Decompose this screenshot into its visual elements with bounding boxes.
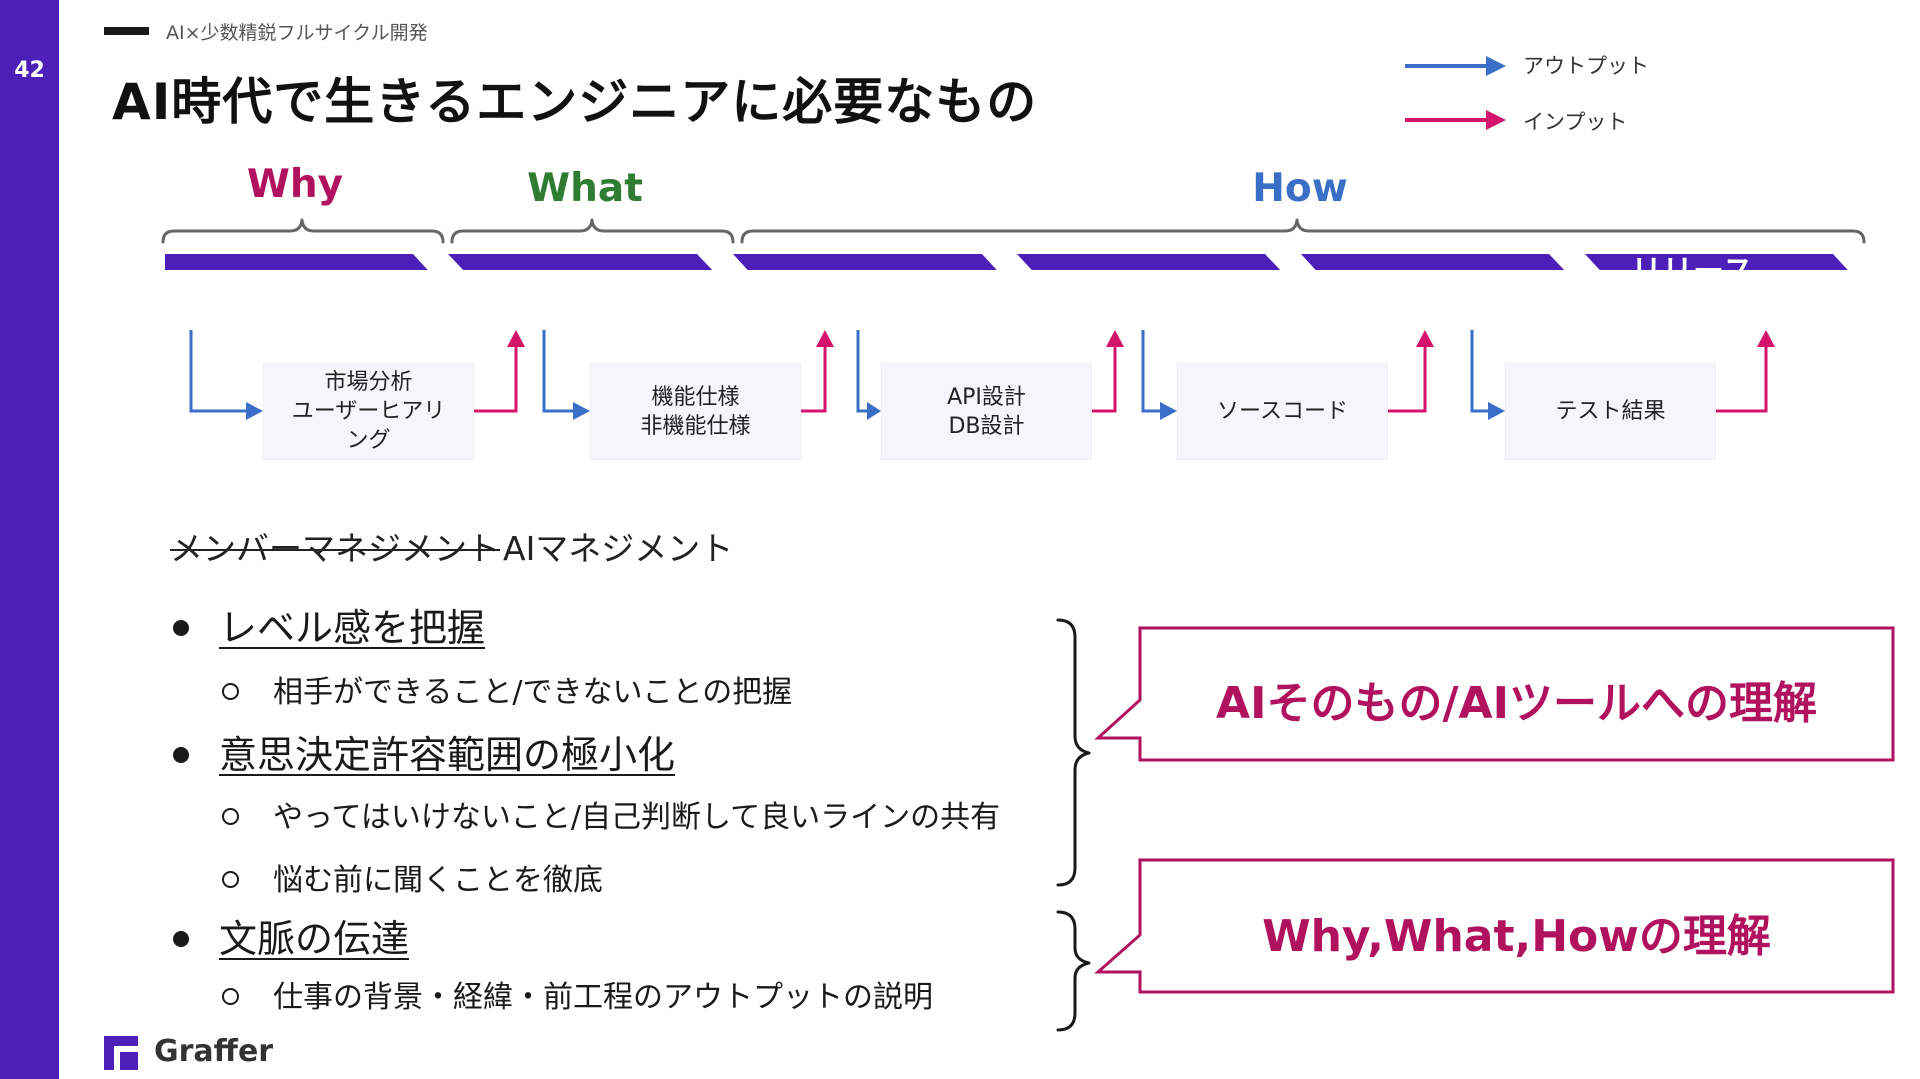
sub-bullet-text: 相手ができること/できないことの把握 — [273, 675, 793, 710]
legend-output-label: アウトプット — [1523, 54, 1649, 78]
sub-bullet-item: 相手ができること/できないことの把握 — [222, 667, 792, 711]
deliverable-box-5: テスト結果 — [1505, 363, 1716, 460]
input-arrow-icon — [474, 346, 518, 413]
process-flow — [165, 254, 1848, 270]
step-chevron-2 — [448, 254, 713, 270]
bullet-item-3: 文脈の伝達 — [173, 908, 409, 963]
sub-bullet-text: やってはいけないこと/自己判断して良いラインの共有 — [273, 800, 1001, 835]
output-arrow-icon — [1405, 56, 1506, 76]
bullet-dot-icon — [173, 746, 189, 763]
step-label-sekkei: 設計 — [781, 274, 843, 310]
step-label-youken: 要件定義 — [498, 274, 622, 310]
step-chevron-4 — [1017, 254, 1281, 270]
output-arrow-icon — [856, 330, 868, 413]
deliverable-text: ング — [346, 428, 391, 453]
input-arrow-icon — [1092, 346, 1117, 413]
struck-member-management: メンバーマネジメント — [170, 529, 500, 568]
page-number: 42 — [14, 58, 45, 83]
deliverable-text: 機能仕様 — [651, 384, 740, 410]
step-chevron-3 — [733, 254, 997, 270]
deliverable-text: API設計 — [947, 384, 1026, 410]
deliverable-text: 非機能仕様 — [640, 413, 751, 439]
deliverable-box-2: 機能仕様非機能仕様 — [590, 363, 801, 460]
step-label-release-line1: リリース — [1631, 254, 1754, 290]
output-arrow-icon — [189, 330, 247, 413]
bullet-text: 文脈の伝達 — [219, 917, 410, 961]
bullet-text: レベル感を把握 — [219, 606, 486, 650]
brace-right-1 — [1056, 618, 1091, 887]
output-arrow-icon — [1141, 330, 1161, 413]
callout-why-what-how: Why,What,Howの理解 — [1262, 911, 1771, 962]
brace-right-2 — [1056, 910, 1091, 1032]
step-label-test: テスト — [1349, 274, 1442, 310]
bullet-dot-icon — [173, 619, 189, 636]
flow-arrows — [189, 330, 1775, 420]
step-chevron-6 — [1585, 254, 1848, 270]
deliverable-text: ソースコード — [1217, 399, 1348, 424]
header-accent-line — [104, 27, 149, 35]
left-sidebar-bar — [0, 0, 59, 1079]
callout-ai-understanding: AIそのもの/AIツールへの理解 — [1216, 678, 1817, 729]
how-brace — [740, 218, 1866, 244]
phase-why-label: Why — [246, 162, 344, 207]
graffer-logo-text: Graffer — [154, 1034, 274, 1069]
ai-management-label: AIマネジメント — [503, 529, 734, 568]
bullet-item-1: レベル感を把握 — [173, 597, 485, 652]
input-arrow-icon — [801, 346, 827, 413]
bullet-item-2: 意思決定許容範囲の極小化 — [173, 724, 675, 779]
page-title: AI時代で生きるエンジニアに必要なもの — [112, 73, 1038, 131]
deliverable-box-3: API設計 DB設計 — [881, 363, 1092, 460]
deliverable-box-1: 市場分析ユーザーヒアリング — [263, 363, 474, 460]
step-label-release-line2: 運用 — [1631, 290, 1693, 326]
phase-what-label: What — [527, 166, 643, 211]
sub-bullet-text: 悩む前に聞くことを徹底 — [273, 863, 603, 898]
why-brace — [161, 218, 445, 244]
what-brace — [450, 218, 735, 244]
bullet-dot-icon — [173, 930, 189, 947]
legend-input-label: インプット — [1523, 110, 1628, 134]
callout-box-1 — [1094, 626, 1895, 762]
circle-bullet-icon — [222, 871, 239, 888]
input-arrow-icon — [1388, 346, 1427, 413]
sub-bullet-item: やってはいけないこと/自己判断して良いラインの共有 — [222, 792, 1000, 836]
callout-box-2 — [1094, 858, 1895, 994]
sub-bullet-text: 仕事の背景・経緯・前工程のアウトプットの説明 — [273, 980, 933, 1015]
circle-bullet-icon — [222, 808, 239, 825]
sub-bullet-item: 悩む前に聞くことを徹底 — [222, 855, 603, 899]
deliverable-text: テスト結果 — [1555, 399, 1666, 424]
step-label-kadai: 課題発見 — [214, 274, 338, 310]
step-label-jissou: 実装 — [1064, 274, 1126, 310]
graffer-logo-icon — [104, 1036, 138, 1070]
legend-arrows — [1405, 56, 1506, 130]
deliverable-text: ユーザーヒアリ — [291, 399, 446, 424]
circle-bullet-icon — [222, 683, 239, 700]
phase-how-label: How — [1252, 166, 1348, 211]
deliverable-box-4: ソースコード — [1177, 363, 1388, 460]
header-subtitle: AI×少数精鋭フルサイクル開発 — [166, 22, 428, 44]
phase-braces — [161, 218, 1866, 244]
deliverable-text: DB設計 — [948, 413, 1025, 439]
input-arrow-icon — [1405, 110, 1506, 130]
step-label-release: リリース 運用 — [1631, 254, 1753, 326]
output-arrow-icon — [1470, 330, 1489, 413]
circle-bullet-icon — [222, 988, 239, 1005]
step-chevron-1 — [165, 254, 428, 270]
output-arrow-icon — [542, 330, 574, 413]
input-arrow-icon — [1716, 346, 1768, 413]
bullet-text: 意思決定許容範囲の極小化 — [219, 733, 676, 777]
deliverable-text: 市場分析 — [324, 370, 413, 395]
sub-bullet-item: 仕事の背景・経緯・前工程のアウトプットの説明 — [222, 972, 933, 1016]
step-chevron-5 — [1301, 254, 1565, 270]
